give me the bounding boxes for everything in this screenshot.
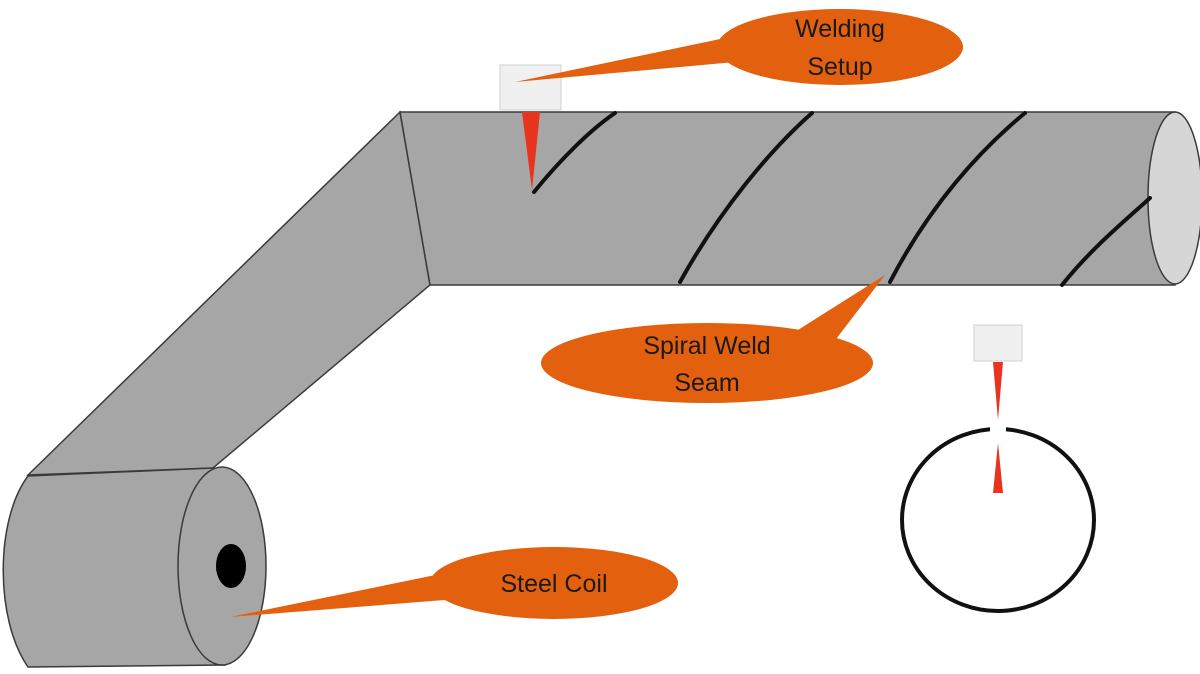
steel-coil-core-hole: [216, 544, 246, 588]
cross-section-torch-flame-upper: [993, 362, 1003, 420]
callout-steel-coil: Steel Coil: [230, 547, 678, 619]
spiral-weld-seams: [532, 111, 1152, 287]
callout-pointer: [790, 275, 885, 347]
callout-spiral-weld-seam: Spiral Weld Seam: [541, 275, 885, 403]
weld-seam-line: [1060, 196, 1152, 287]
callout-bubble: [541, 323, 873, 403]
callout-label: Seam: [674, 369, 739, 397]
cross-section-torch-head: [973, 324, 1023, 362]
callout-label: Steel Coil: [501, 570, 608, 598]
callout-bubble: [717, 9, 963, 85]
weld-seam-line: [888, 111, 1027, 284]
callout-welding-setup: Welding Setup: [515, 9, 963, 85]
weld-seam-line: [532, 111, 617, 194]
callout-label: Spiral Weld: [643, 332, 770, 360]
callout-label: Welding: [795, 15, 885, 43]
cross-section-weld-gap: [990, 420, 1006, 438]
steel-coil-body: [2, 467, 226, 668]
pipe-end: [1147, 111, 1200, 285]
cross-section-torch-flame-lower: [993, 443, 1003, 493]
callout-bubble: [430, 547, 678, 619]
weld-seam-line: [678, 111, 814, 284]
welding-torch-flame: [522, 112, 540, 190]
steel-strip: [26, 110, 431, 476]
callout-pointer: [515, 38, 735, 82]
callout-label: Setup: [807, 53, 872, 81]
callout-pointer: [230, 570, 470, 617]
welding-torch-head: [499, 64, 562, 111]
